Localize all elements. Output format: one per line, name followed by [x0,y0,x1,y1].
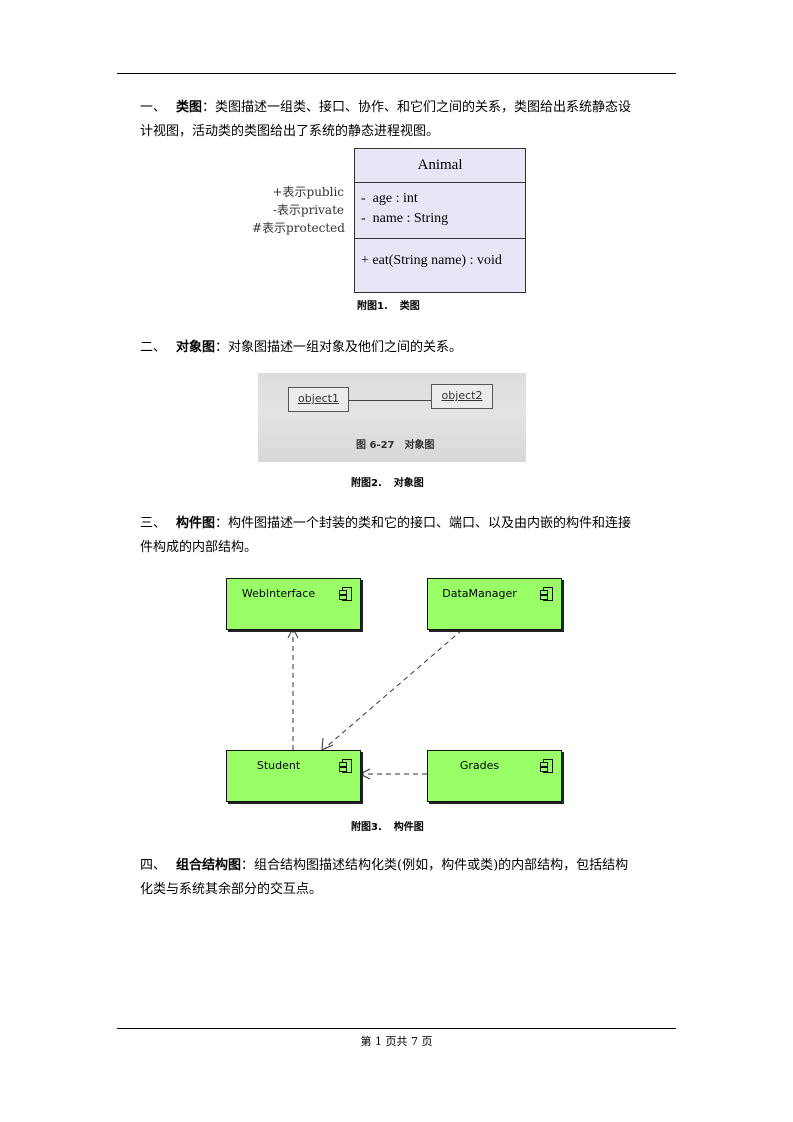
component-label: DataManager [442,587,517,600]
caption-title: 构件图 [393,822,424,833]
section-term: 类图 [176,100,203,115]
section-class-diagram: 一、类图：类图描述一组类、接口、协作、和它们之间的关系，类图给出系统静态设 计视… [140,96,670,144]
section-term: 构件图 [176,516,216,531]
caption-label: 附图1. [357,301,388,312]
component-datamanager: DataManager [427,578,562,630]
scan-figure-number: 图 6-27 [356,440,395,451]
section-text-cont: 化类与系统其余部分的交互点。 [140,882,323,897]
legend-public: +表示public [272,185,344,199]
class-operations: + eat(String name) : void [355,239,525,269]
figure2-caption: 附图2. 对象图 [351,474,424,489]
section-component-diagram: 三、构件图：构件图描述一个封装的类和它的接口、端口、以及由内嵌的构件和连接 件构… [140,512,670,560]
visibility-legend: +表示public -表示private #表示protected [252,183,345,237]
caption-label: 附图3. [351,822,382,833]
object2-label: object2 [441,389,483,402]
page-footer: 第 1 页共 7 页 [360,1035,433,1048]
section-text: ：类图描述一组类、接口、协作、和它们之间的关系，类图给出系统静态设 [202,100,632,115]
caption-title: 对象图 [393,478,424,489]
section-number: 二、 [140,340,167,355]
figure1-caption: 附图1. 类图 [357,297,420,312]
section-number: 三、 [140,516,167,531]
component-label: Student [256,759,301,772]
object1-label: object1 [298,392,339,405]
section-term: 对象图 [176,340,216,355]
component-label: Grades [459,759,500,772]
object-diagram-image: object1 object2 图 6-27 对象图 [258,373,526,462]
footer-rule [117,1028,676,1029]
component-webinterface: WebInterface [226,578,361,630]
component-icon [339,759,352,773]
component-icon [540,587,553,601]
class-attributes: - age : int - name : String [355,183,525,239]
object1-box: object1 [288,387,349,412]
object-link [349,400,431,401]
component-grades: Grades [427,750,562,802]
component-icon [339,587,352,601]
arrowhead-student-right [358,768,371,780]
arrowhead-student-top [321,737,334,751]
uml-class-box: Animal - age : int - name : String + eat… [354,148,526,293]
datamanager-to-student-dependency [324,629,463,749]
object2-box: object2 [431,384,493,409]
component-icon [540,759,553,773]
caption-label: 附图2. [351,478,382,489]
section-number: 四、 [140,858,167,873]
caption-title: 类图 [399,301,420,312]
class-name: Animal [355,149,525,183]
component-student: Student [226,750,361,802]
header-rule [117,73,676,74]
section-text-cont: 计视图，活动类的类图给出了系统的静态进程视图。 [140,124,440,139]
section-term: 组合结构图 [176,858,242,873]
attribute-age: - age : int [361,191,418,206]
scan-figure-title: 对象图 [404,440,435,451]
section-object-diagram: 二、对象图：对象图描述一组对象及他们之间的关系。 [140,336,670,360]
section-text: ：对象图描述一组对象及他们之间的关系。 [215,340,463,355]
section-number: 一、 [140,100,167,115]
figure3-caption: 附图3. 构件图 [351,818,424,833]
section-text: ：构件图描述一个封装的类和它的接口、端口、以及由内嵌的构件和连接 [215,516,632,531]
component-label: WebInterface [241,587,316,600]
section-text-cont: 件构成的内部结构。 [140,540,258,555]
attribute-name: - name : String [361,211,449,226]
section-composite-structure-diagram: 四、组合结构图：组合结构图描述结构化类(例如，构件或类)的内部结构，包括结构 化… [140,854,670,902]
section-text: ：组合结构图描述结构化类(例如，构件或类)的内部结构，包括结构 [241,858,629,873]
legend-private: -表示private [272,203,344,217]
operation-eat: + eat(String name) : void [361,253,502,268]
legend-protected: #表示protected [252,221,345,235]
scan-figure-label: 图 6-27 对象图 [356,436,435,451]
